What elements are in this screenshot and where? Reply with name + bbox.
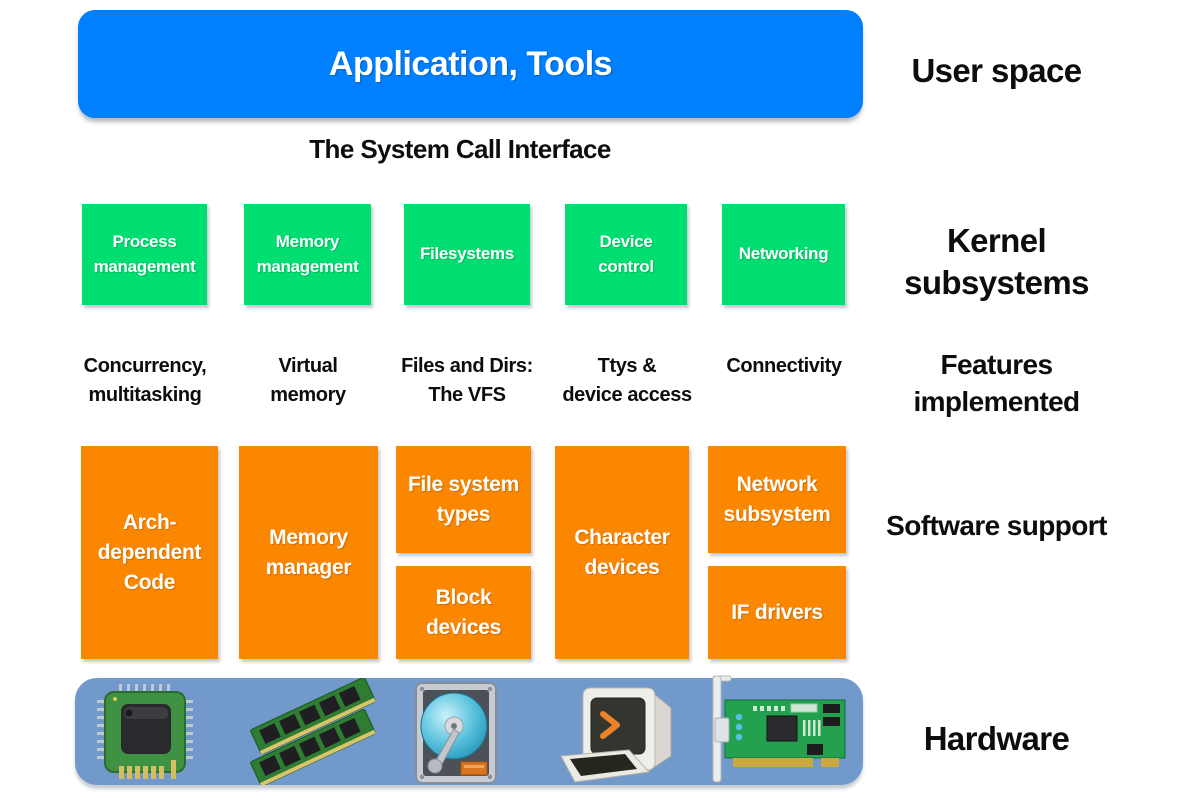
subsystem-label: Device control: [598, 231, 654, 276]
cpu-chip-icon: [95, 682, 195, 782]
feature-connectivity: Connectivity: [694, 352, 874, 381]
network-card-icon: [703, 670, 855, 788]
software-file-system-types: File system types: [396, 446, 531, 553]
terminal-icon: [557, 680, 685, 786]
subsystem-label: Memory management: [256, 231, 359, 276]
software-block-devices: Block devices: [396, 566, 531, 659]
feature-line: Files and Dirs:: [401, 355, 533, 377]
software-network-subsystem: Network subsystem: [708, 446, 846, 553]
feature-line: Concurrency,: [83, 355, 207, 377]
row-label-features-implemented: Features implemented: [913, 349, 1080, 417]
feature-line: multitasking: [88, 384, 202, 406]
row-label-kernel-subsystems: Kernel subsystems: [904, 222, 1089, 301]
ram-modules-icon: [247, 677, 381, 787]
feature-files-and-dirs-vfs: Files and Dirs: The VFS: [377, 352, 557, 410]
row-label-user-space: User space: [911, 52, 1082, 89]
software-character-devices: Character devices: [555, 446, 689, 659]
feature-virtual-memory: Virtual memory: [218, 352, 398, 410]
application-tools-label: Application, Tools: [328, 44, 613, 83]
software-label: IF drivers: [731, 600, 823, 624]
row-label-hardware: Hardware: [923, 720, 1070, 757]
feature-line: Ttys &: [597, 355, 657, 377]
software-label: Character devices: [574, 525, 670, 579]
software-label: Network subsystem: [723, 472, 831, 526]
subsystem-device-control: Device control: [565, 204, 687, 305]
software-arch-dependent-code: Arch-dependent Code: [81, 446, 218, 659]
row-label-software-support: Software support: [886, 510, 1107, 541]
subsystem-networking: Networking: [722, 204, 845, 305]
feature-concurrency-multitasking: Concurrency, multitasking: [55, 352, 235, 410]
application-tools-box: Application, Tools: [78, 10, 863, 118]
software-if-drivers: IF drivers: [708, 566, 846, 659]
system-call-interface-label: The System Call Interface: [309, 134, 611, 164]
hardware-bar: [75, 675, 863, 787]
subsystem-label: Networking: [738, 244, 829, 264]
hard-disk-icon: [413, 682, 499, 784]
feature-line: The VFS: [428, 384, 506, 406]
feature-ttys-device-access: Ttys & device access: [537, 352, 717, 410]
feature-line: Virtual: [278, 355, 338, 377]
software-label: File system types: [407, 472, 520, 526]
software-label: Block devices: [426, 585, 501, 639]
feature-line: device access: [562, 384, 692, 406]
subsystem-memory-management: Memory management: [244, 204, 371, 305]
software-memory-manager: Memory manager: [239, 446, 378, 659]
feature-line: memory: [270, 384, 346, 406]
subsystem-process-management: Process management: [82, 204, 207, 305]
subsystem-label: Filesystems: [419, 244, 515, 264]
software-label: Arch-dependent Code: [97, 510, 202, 594]
feature-line: Connectivity: [726, 355, 842, 377]
subsystem-label: Process management: [93, 231, 196, 276]
software-label: Memory manager: [265, 525, 352, 579]
subsystem-filesystems: Filesystems: [404, 204, 530, 305]
